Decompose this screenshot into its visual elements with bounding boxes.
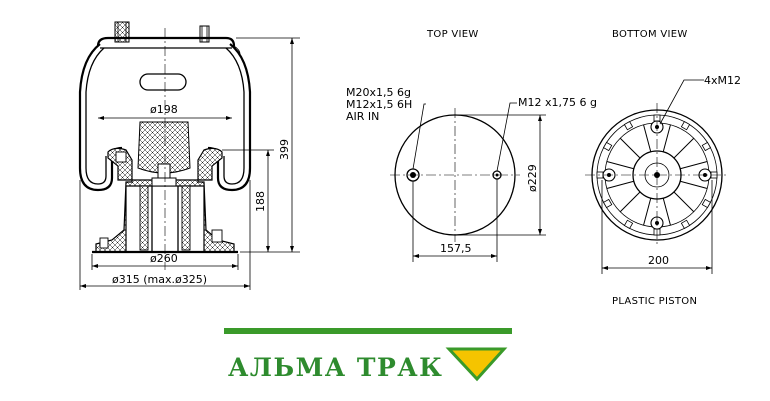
dim-229-label: ø229 <box>526 164 539 192</box>
rib-line <box>662 198 671 226</box>
rib-line <box>643 198 652 226</box>
side-section-view: ø198 ø260 ø315 (max.ø325) 399 <box>78 21 300 290</box>
dim-260: ø260 <box>91 252 239 270</box>
piston-ribs <box>139 185 191 252</box>
dim-198-label: ø198 <box>150 103 178 116</box>
rim-slot <box>602 141 613 152</box>
bottom-view: BOTTOM VIEW 4xM12 200 PLASTIC PISTON <box>585 29 741 307</box>
rim-slot <box>680 219 691 230</box>
rim-slot <box>602 198 613 209</box>
rib-line <box>606 180 634 189</box>
rim-slot <box>701 141 712 152</box>
bolt-hole-center <box>655 221 659 225</box>
dim-200: 200 <box>601 180 713 274</box>
top-plate <box>96 36 236 47</box>
thread-m20-label: M20x1,5 6g <box>346 86 411 99</box>
dim-260-label: ø260 <box>150 252 178 265</box>
rib-line <box>606 161 634 170</box>
rim-slot <box>680 120 691 131</box>
dim-229: ø229 <box>456 114 546 236</box>
thread-m12-air-label: M12x1,5 6H <box>346 98 412 111</box>
dim-157-label: 157,5 <box>440 242 472 255</box>
brand-name: АЛЬМА ТРАК <box>228 353 443 382</box>
dim-315-label: ø315 (max.ø325) <box>112 273 207 286</box>
rib-line <box>619 191 641 213</box>
plastic-piston-label: PLASTIC PISTON <box>612 296 697 307</box>
vent-slot <box>139 73 187 91</box>
rib-line <box>619 137 641 159</box>
top-view-title: TOP VIEW <box>426 29 479 40</box>
dim-399-label: 399 <box>278 139 291 160</box>
rim-slot <box>701 198 712 209</box>
checkmark-logo-icon <box>445 347 508 382</box>
dim-188: 188 <box>222 149 274 252</box>
rib-line <box>673 137 695 159</box>
bottom-view-title: BOTTOM VIEW <box>612 29 688 40</box>
top-view: TOP VIEW M20x1,5 6g M12x1,5 6H AIR IN M1… <box>346 29 597 262</box>
dim-198: ø198 <box>98 103 232 120</box>
rib-line <box>673 191 695 213</box>
rim-slot <box>623 120 634 131</box>
top-stud-right <box>199 25 210 43</box>
dim-200-label: 200 <box>648 254 669 267</box>
rib-line <box>680 161 708 170</box>
dim-399: 399 <box>236 37 300 253</box>
brand-bar <box>224 328 512 334</box>
brand-block: АЛЬМА ТРАК <box>224 328 512 382</box>
dim-157: 157,5 <box>412 179 498 262</box>
center-bolt <box>151 163 177 187</box>
bolts-label: 4xM12 <box>704 74 741 87</box>
rib-line <box>680 180 708 189</box>
air-in-label: AIR IN <box>346 110 379 123</box>
bolt-hole-center <box>703 173 707 177</box>
thread-m12-right-label: M12 x1,75 6 g <box>518 96 597 109</box>
dim-188-label: 188 <box>254 191 267 212</box>
rim-slot <box>623 219 634 230</box>
rib-line <box>662 124 671 152</box>
dim-315: ø315 (max.ø325) <box>79 180 251 290</box>
rib-line <box>643 124 652 152</box>
